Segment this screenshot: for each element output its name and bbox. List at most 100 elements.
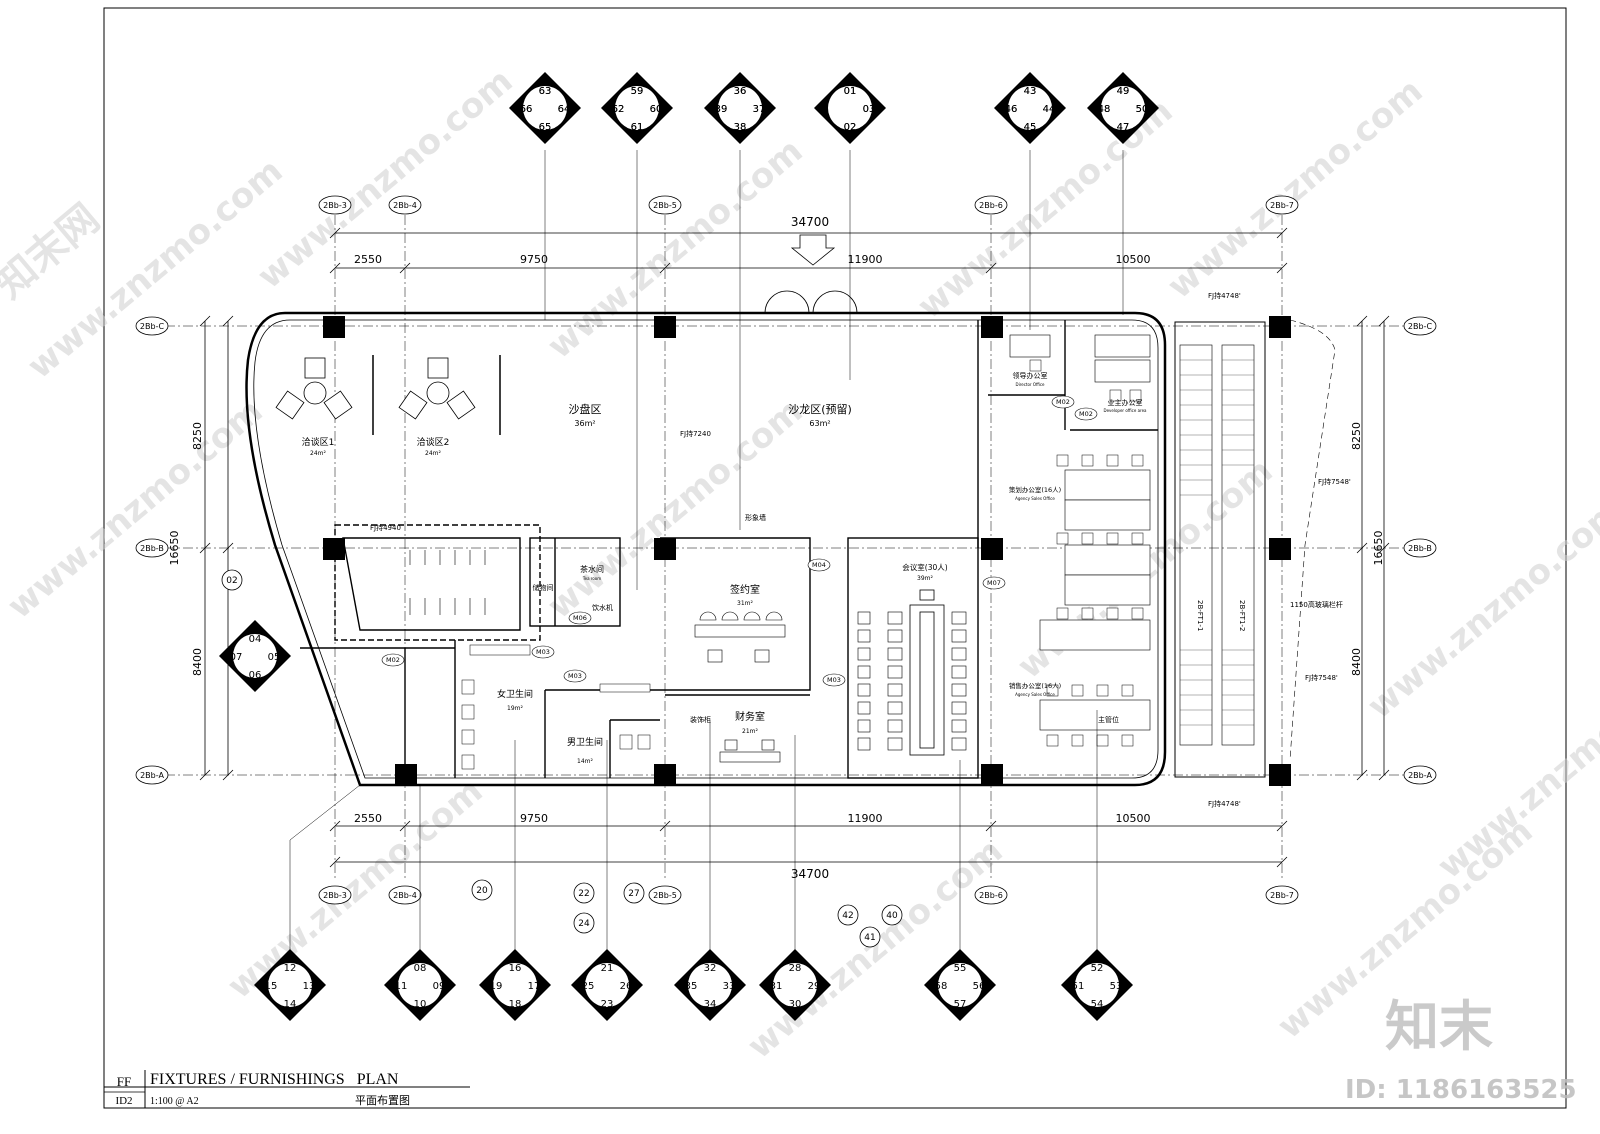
office-chairs <box>1029 359 1144 747</box>
room-name: 洽谈区1 <box>302 436 335 448</box>
room-area: 19m² <box>507 705 523 712</box>
watermark-text: www.znzmo.com <box>220 771 490 1007</box>
elevation-keys-top: 63 66 64 65 59 62 60 61 36 39 37 38 01 0… <box>509 72 1159 144</box>
elevation-key-numerals-top: 63 66 64 65 59 62 60 61 36 39 37 38 01 0… <box>520 86 1149 133</box>
watermark-text: www.znzmo.com <box>1360 491 1600 727</box>
key-number: 63 <box>539 86 552 97</box>
dimension-segment: 9750 <box>520 253 548 266</box>
key-number: 36 <box>734 86 747 97</box>
office-desks <box>1009 334 1151 731</box>
key-number: 59 <box>631 86 644 97</box>
door-tag: M02 <box>386 656 400 664</box>
key-number: 65 <box>539 122 552 133</box>
key-number: 10 <box>414 999 427 1010</box>
key-number: 11 <box>395 981 408 992</box>
key-number: 40 <box>886 911 898 921</box>
grid-label-col: 2Bb-4 <box>393 891 417 900</box>
room-name: 沙盘区 <box>569 402 602 416</box>
key-number: 63 <box>539 86 552 97</box>
dimension-segment: 10500 <box>1116 253 1151 266</box>
grid-label-col: 2Bb-5 <box>653 201 677 210</box>
key-number: 41 <box>864 933 875 943</box>
key-number: 47 <box>1117 122 1130 133</box>
elevation-keys-small <box>221 569 903 948</box>
sheet-border <box>103 7 1567 1109</box>
key-number: 53 <box>1110 981 1123 992</box>
room-area: 36m² <box>574 419 595 428</box>
dimension-side: 8400 <box>1350 648 1363 676</box>
dimension-segment: 2550 <box>354 812 382 825</box>
elevation-key-numerals-small: 02 20 22 24 27 42 41 40 <box>226 576 898 943</box>
dimension-labels: 34700 2550 9750 11900 10500 2550 9750 11… <box>168 215 1385 881</box>
door-tag: M03 <box>827 676 841 684</box>
key-number: 66 <box>520 104 533 115</box>
room-name: 沙龙区(预留) <box>788 403 852 416</box>
key-number: 02 <box>226 576 237 586</box>
key-number: 22 <box>578 889 589 899</box>
watermark-text: www.znzmo.com <box>250 61 520 297</box>
key-number: 48 <box>1098 104 1111 115</box>
key-number: 57 <box>954 999 967 1010</box>
key-number: 28 <box>789 963 802 974</box>
note-text: FJ持4748' <box>1208 799 1241 808</box>
dimension-side: 8250 <box>1350 422 1363 450</box>
room-name: 女卫生间 <box>497 688 533 700</box>
grid-label-row: 2Bb-C <box>1408 322 1433 331</box>
key-number: 50 <box>1136 104 1149 115</box>
key-number: 30 <box>789 999 802 1010</box>
title-en: FIXTURES / FURNISHINGS PLAN <box>150 1071 399 1088</box>
key-number: 02 <box>844 122 857 133</box>
room-name: 策划办公室(16人) <box>1009 485 1061 494</box>
title-scale: 1:100 @ A2 <box>150 1096 199 1107</box>
room-name: 储物间 <box>533 583 554 592</box>
key-number: 38 <box>734 122 747 133</box>
watermark-text: www.znzmo.com <box>1160 71 1430 307</box>
escalator-steps <box>1180 359 1254 726</box>
key-number: 64 <box>558 104 571 115</box>
key-number: 64 <box>558 104 571 115</box>
key-number: 51 <box>1072 981 1085 992</box>
key-number: 56 <box>973 981 986 992</box>
door-tag: M03 <box>536 648 550 656</box>
grid-label-col: 2Bb-7 <box>1270 891 1294 900</box>
room-area: Agency Sales Office <box>1015 692 1055 697</box>
key-number: 52 <box>1091 963 1104 974</box>
key-number: 55 <box>954 963 967 974</box>
dimension-side: 8250 <box>191 422 204 450</box>
room-name: 领导办公室 <box>1013 371 1048 380</box>
room-name: 洽谈区2 <box>417 436 450 448</box>
note-text: 装饰柜 <box>690 715 711 724</box>
grid-label-row: 2Bb-A <box>1408 771 1432 780</box>
key-number: 45 <box>1024 122 1037 133</box>
room-area: Agency Sales Office <box>1015 496 1055 501</box>
key-number: 05 <box>268 652 281 663</box>
room-name: 茶水间 <box>580 564 604 574</box>
grid-lines <box>165 215 1405 880</box>
watermark-text: www.znzmo.com <box>0 391 270 627</box>
key-number: 61 <box>631 122 644 133</box>
key-number: 37 <box>753 104 766 115</box>
grid-bubbles <box>135 195 1437 905</box>
key-number: 42 <box>842 911 853 921</box>
door-tag: M04 <box>812 561 826 569</box>
note-text: 形象墙 <box>745 513 766 522</box>
dimension-overall-top: 34700 <box>791 215 829 229</box>
room-area: 39m² <box>917 575 933 582</box>
key-number: 03 <box>863 104 876 115</box>
key-number: 36 <box>734 86 747 97</box>
key-number: 09 <box>433 981 446 992</box>
logo-text: 知末 <box>1385 995 1493 1058</box>
key-number: 62 <box>612 104 625 115</box>
key-number: 34 <box>704 999 717 1010</box>
door-tag: M02 <box>1079 410 1093 418</box>
room-area: Tea room <box>582 576 601 581</box>
key-number: 54 <box>1091 999 1104 1010</box>
room-name: 销售办公室(16人) <box>1009 681 1061 690</box>
grid-label-col: 2Bb-4 <box>393 201 417 210</box>
room-area: 21m² <box>742 728 758 735</box>
key-number: 50 <box>1136 104 1149 115</box>
toilet-fixtures <box>461 644 651 770</box>
grid-label-row: 2Bb-B <box>1408 544 1432 553</box>
key-number: 02 <box>844 122 857 133</box>
